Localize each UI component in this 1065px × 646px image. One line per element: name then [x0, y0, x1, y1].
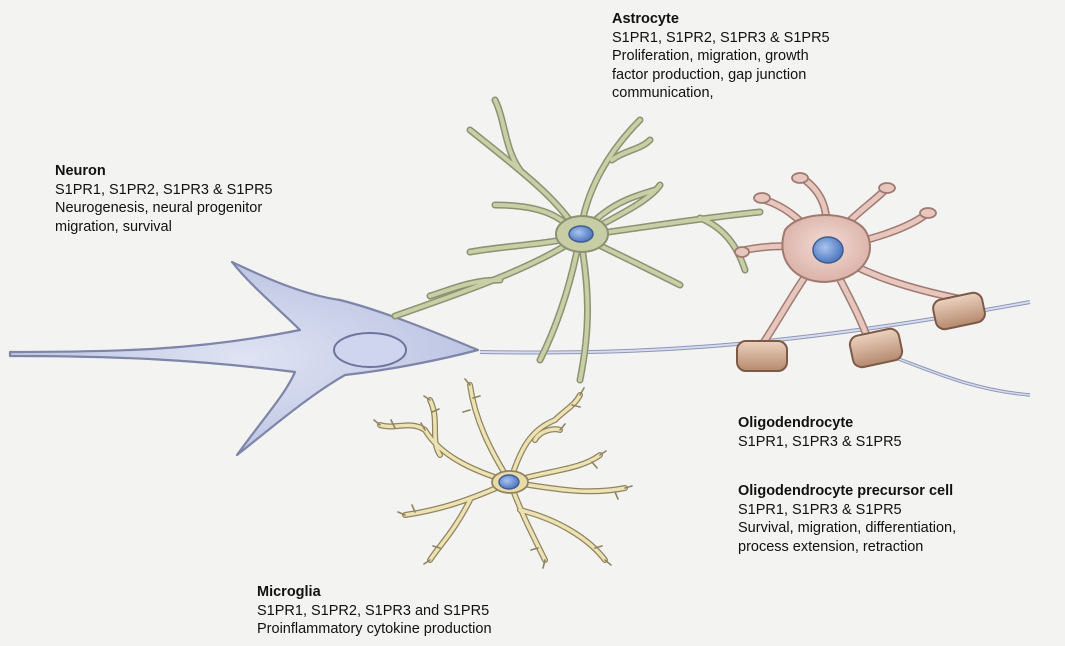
oligodendrocyte-label: Oligodendrocyte S1PR1, S1PR3 & S1PR5	[738, 414, 902, 451]
oligodendrocyte-receptors: S1PR1, S1PR3 & S1PR5	[738, 433, 902, 452]
opc-title: Oligodendrocyte precursor cell	[738, 482, 956, 501]
neuron-function-line-2: migration, survival	[55, 218, 273, 237]
opc-function-line-2: process extension, retraction	[738, 538, 956, 557]
astrocyte-function-line-2: factor production, gap junction	[612, 66, 830, 85]
neuron-function-line-1: Neurogenesis, neural progenitor	[55, 199, 273, 218]
microglia-function-line-1: Proinflammatory cytokine production	[257, 620, 492, 639]
microglia-receptors: S1PR1, S1PR2, S1PR3 and S1PR5	[257, 602, 492, 621]
opc-label: Oligodendrocyte precursor cell S1PR1, S1…	[738, 482, 956, 556]
opc-function-line-1: Survival, migration, differentiation,	[738, 519, 956, 538]
microglia-label: Microglia S1PR1, S1PR2, S1PR3 and S1PR5 …	[257, 583, 492, 639]
neuron-receptors: S1PR1, S1PR2, S1PR3 & S1PR5	[55, 181, 273, 200]
astrocyte-label: Astrocyte S1PR1, S1PR2, S1PR3 & S1PR5 Pr…	[612, 10, 830, 103]
microglia-cell	[374, 379, 632, 568]
astrocyte-function-line-1: Proliferation, migration, growth	[612, 47, 830, 66]
opc-receptors: S1PR1, S1PR3 & S1PR5	[738, 501, 956, 520]
astrocyte-title: Astrocyte	[612, 10, 830, 29]
astrocyte-function-line-3: communication,	[612, 84, 830, 103]
microglia-title: Microglia	[257, 583, 492, 602]
neuron-title: Neuron	[55, 162, 273, 181]
astrocyte-receptors: S1PR1, S1PR2, S1PR3 & S1PR5	[612, 29, 830, 48]
oligodendrocyte-title: Oligodendrocyte	[738, 414, 902, 433]
neuron-label: Neuron S1PR1, S1PR2, S1PR3 & S1PR5 Neuro…	[55, 162, 273, 236]
